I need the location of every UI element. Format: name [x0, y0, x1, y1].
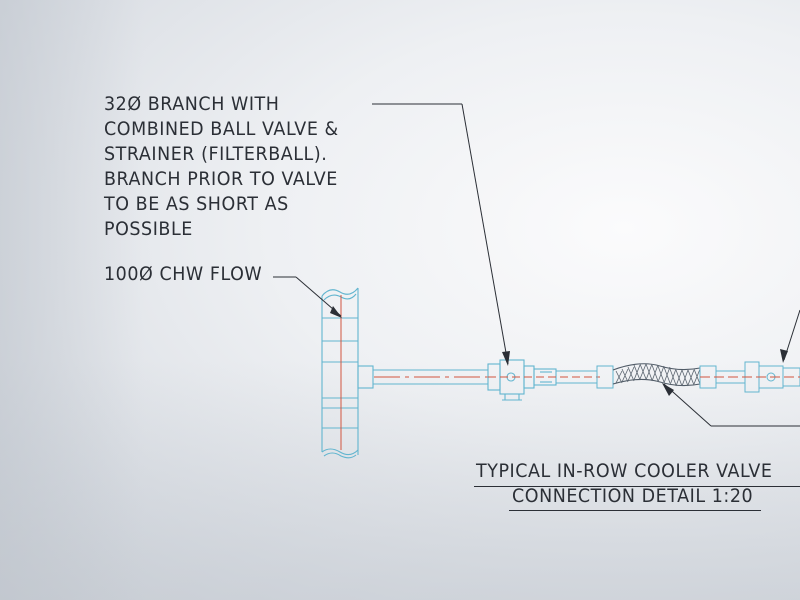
- detail-title-underline-2: [509, 510, 761, 511]
- detail-title-line-1: TYPICAL IN-ROW COOLER VALVE: [476, 460, 773, 482]
- hose-connector-left: [556, 365, 614, 389]
- branch-note-line-5: TO BE AS SHORT AS: [104, 193, 289, 215]
- branch-pipe: [373, 369, 488, 385]
- branch-note-line-3: STRAINER (FILTERBALL).: [104, 143, 328, 165]
- leader-arrowheads: [330, 306, 788, 396]
- branch-note-line-4: BRANCH PRIOR TO VALVE: [104, 168, 338, 190]
- branch-note-line-1: 32Ø BRANCH WITH: [104, 93, 280, 115]
- arrowhead-hose: [662, 383, 674, 396]
- detail-title-line-2: CONNECTION DETAIL 1:20: [512, 485, 754, 507]
- arrowhead-right: [780, 349, 788, 363]
- flexible-hose: [612, 363, 701, 387]
- branch-valve-note: 32Ø BRANCH WITH COMBINED BALL VALVE & STRA…: [104, 92, 339, 242]
- chw-flow-note: 100Ø CHW FLOW: [104, 263, 263, 285]
- arrowhead-branch: [502, 351, 510, 366]
- tee-stub: [357, 365, 374, 389]
- branch-note-line-2: COMBINED BALL VALVE &: [104, 118, 339, 140]
- leader-lines: [273, 103, 800, 427]
- branch-note-line-6: POSSIBLE: [104, 218, 193, 240]
- detail-title-underline-1: [474, 486, 800, 487]
- arrowhead-flow: [330, 306, 342, 318]
- main-header-pipe: [321, 287, 359, 459]
- ball-valve-strainer: [487, 359, 557, 401]
